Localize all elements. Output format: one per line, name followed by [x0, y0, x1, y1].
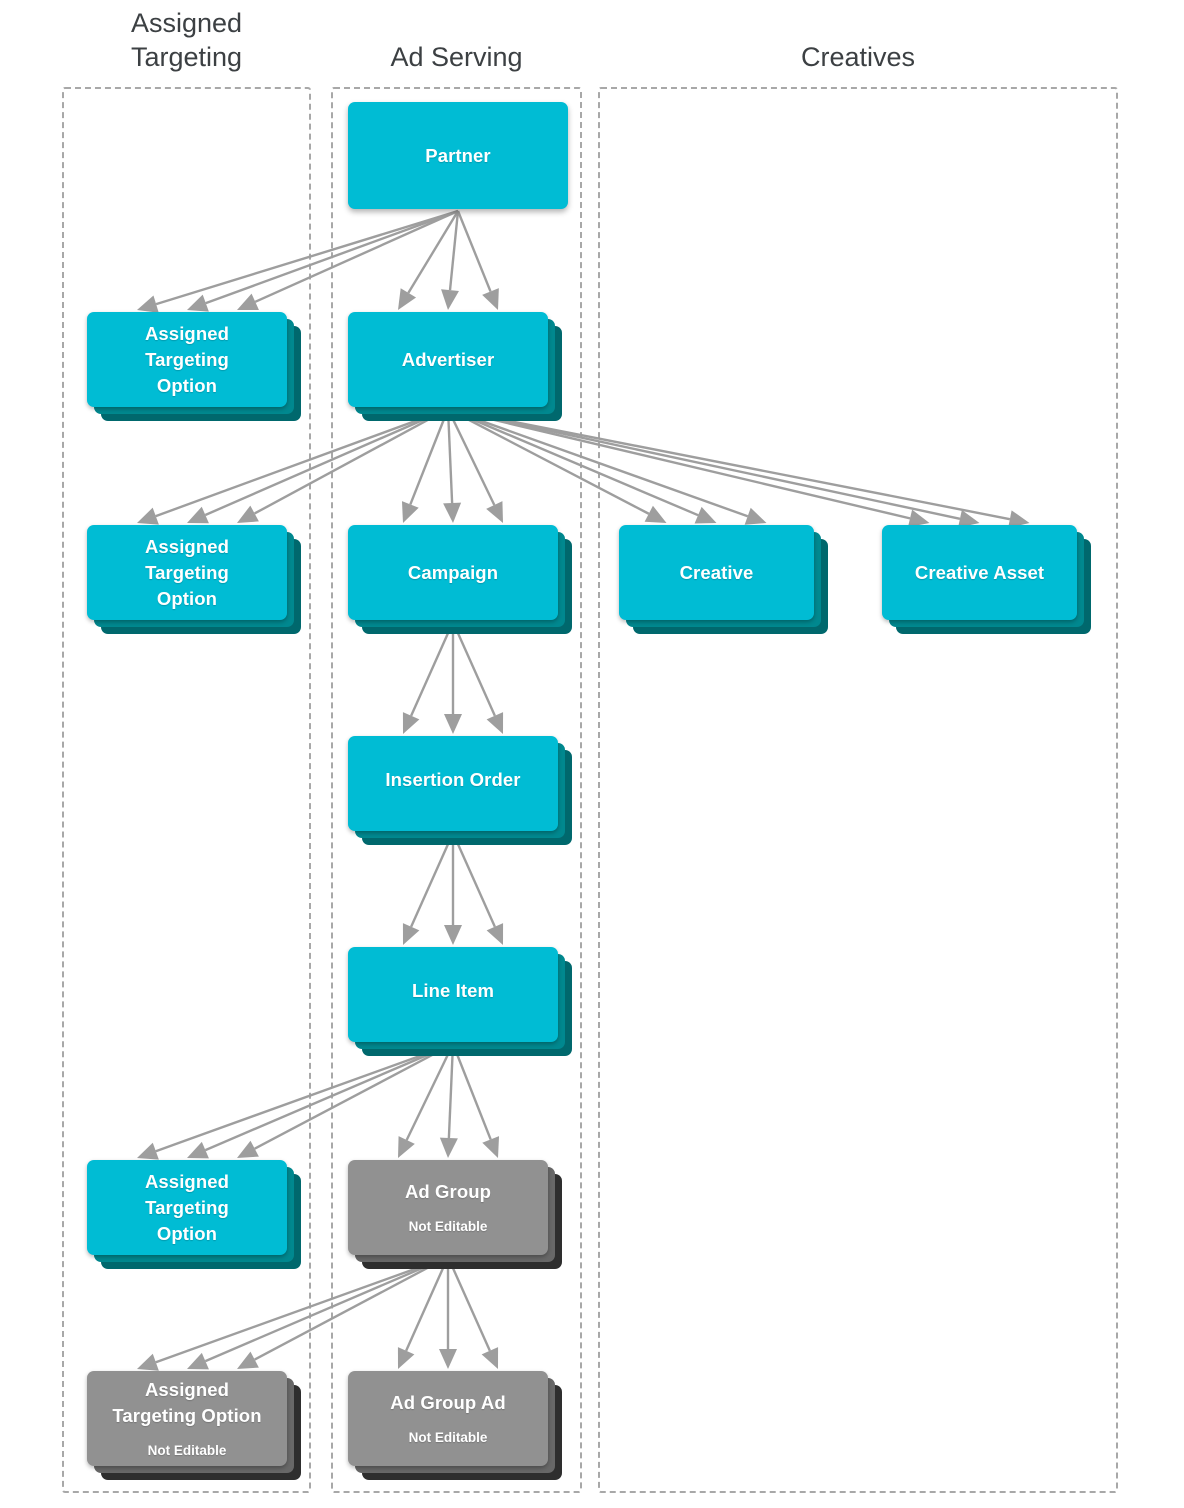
node-label: Assigned Targeting Option — [144, 535, 230, 609]
node-label: Assigned Targeting Option — [144, 1170, 230, 1244]
node-campaign[interactable]: Campaign — [348, 525, 572, 634]
node-label: Insertion Order — [385, 768, 521, 790]
node-sublabel: Not Editable — [147, 1443, 227, 1458]
node-label: Ad Group — [404, 1181, 492, 1202]
node-assigned-targeting-option-2[interactable]: Assigned Targeting Option — [87, 525, 301, 634]
node-face: Partner — [348, 102, 568, 209]
column-title-creatives: Creatives — [800, 42, 916, 72]
node-face: Ad Group Not Editable — [348, 1160, 548, 1255]
node-advertiser[interactable]: Advertiser — [348, 312, 562, 421]
column-title-ad-serving: Ad Serving — [390, 42, 523, 72]
lane-ad-serving — [331, 87, 582, 1493]
node-assigned-targeting-option-1[interactable]: Assigned Targeting Option — [87, 312, 301, 421]
node-label: Creative Asset — [914, 561, 1045, 583]
node-face: Advertiser — [348, 312, 548, 407]
node-label: Assigned Targeting Option — [144, 322, 230, 396]
node-ad-group[interactable]: Ad Group Not Editable — [348, 1160, 562, 1269]
lane-assigned-targeting — [62, 87, 311, 1493]
node-label: Creative — [679, 561, 754, 583]
node-face: Line Item — [348, 947, 558, 1042]
node-assigned-targeting-option-4[interactable]: Assigned Targeting Option Not Editable — [87, 1371, 301, 1480]
node-ad-group-ad[interactable]: Ad Group Ad Not Editable — [348, 1371, 562, 1480]
node-label: Partner — [425, 144, 491, 166]
node-face: Creative — [619, 525, 814, 620]
node-label: Line Item — [411, 979, 495, 1001]
node-face: Assigned Targeting Option — [87, 312, 287, 407]
node-face: Assigned Targeting Option — [87, 1160, 287, 1255]
node-sublabel: Not Editable — [408, 1219, 488, 1234]
node-label: Campaign — [407, 561, 499, 583]
lane-creatives — [598, 87, 1118, 1493]
node-face: Campaign — [348, 525, 558, 620]
node-insertion-order[interactable]: Insertion Order — [348, 736, 572, 845]
node-creative[interactable]: Creative — [619, 525, 828, 634]
node-line-item[interactable]: Line Item — [348, 947, 572, 1056]
node-face: Insertion Order — [348, 736, 558, 831]
node-label: Assigned Targeting Option — [112, 1379, 262, 1426]
node-face: Assigned Targeting Option Not Editable — [87, 1371, 287, 1466]
node-partner[interactable]: Partner — [348, 102, 568, 209]
node-label: Advertiser — [401, 348, 495, 370]
node-creative-asset[interactable]: Creative Asset — [882, 525, 1091, 634]
node-assigned-targeting-option-3[interactable]: Assigned Targeting Option — [87, 1160, 301, 1269]
node-face: Ad Group Ad Not Editable — [348, 1371, 548, 1466]
node-label: Ad Group Ad — [390, 1392, 506, 1413]
column-title-assigned-targeting: Assigned Targeting — [130, 8, 243, 72]
node-sublabel: Not Editable — [408, 1430, 488, 1445]
node-face: Assigned Targeting Option — [87, 525, 287, 620]
node-face: Creative Asset — [882, 525, 1077, 620]
